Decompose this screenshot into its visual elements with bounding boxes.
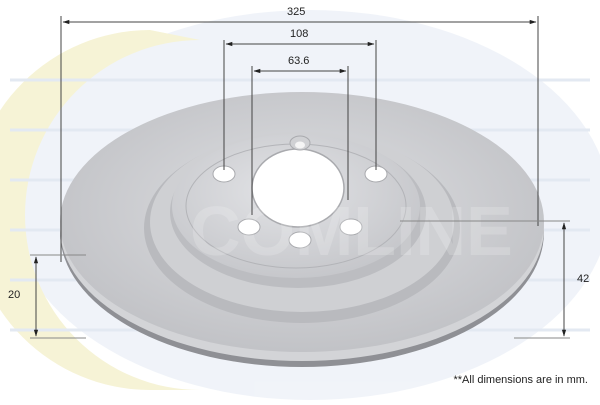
dimension-lines: [30, 16, 570, 339]
outer-diameter-label: 325: [287, 6, 306, 18]
pcd-label: 108: [290, 28, 309, 40]
watermark-text: COMLINE: [190, 192, 513, 270]
brake-disc: [60, 92, 544, 367]
height-label: 42: [577, 273, 590, 285]
centre-bore-label: 63.6: [288, 55, 310, 67]
units-note: **All dimensions are in mm.: [453, 374, 589, 386]
thickness-label: 20: [8, 289, 21, 301]
